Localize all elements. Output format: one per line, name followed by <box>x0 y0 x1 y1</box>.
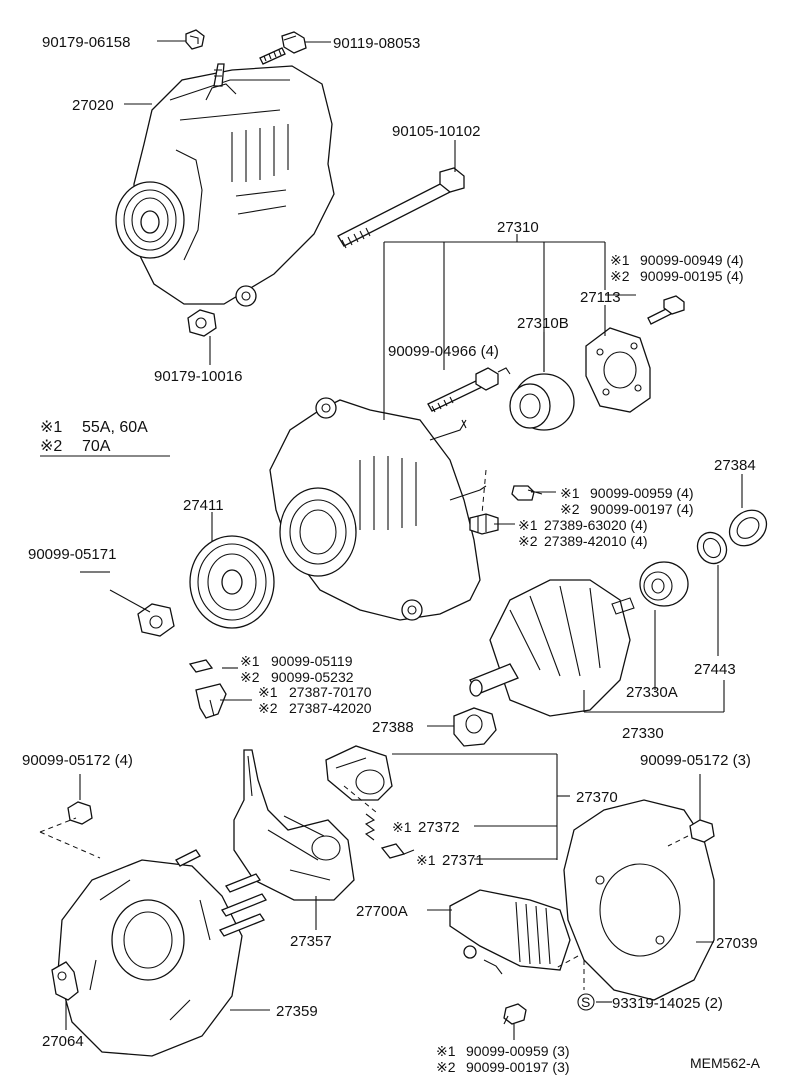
retainer-plate-drawing <box>585 327 651 413</box>
through-bolt-drawing <box>337 167 465 249</box>
label-90099-00197-4[interactable]: 90099-00197 (4) <box>590 501 694 517</box>
note-mark-1: ※1 <box>610 252 630 268</box>
label-27357[interactable]: 27357 <box>290 933 332 950</box>
label-90105-10102[interactable]: 90105-10102 <box>392 123 480 140</box>
label-90119-08053[interactable]: 90119-08053 <box>333 35 420 52</box>
bearing-27330a-drawing <box>639 561 689 607</box>
diagram-code: MEM562-A <box>690 1055 761 1071</box>
rotor-drawing <box>469 579 635 717</box>
label-90099-04966[interactable]: 90099-04966 (4) <box>388 343 499 360</box>
label-27411[interactable]: 27411 <box>183 497 224 514</box>
label-27113[interactable]: 27113 <box>580 289 621 306</box>
label-27387-70170[interactable]: 27387-70170 <box>289 684 372 700</box>
label-27064[interactable]: 27064 <box>42 1033 84 1050</box>
label-27310b[interactable]: 27310B <box>517 315 569 332</box>
rear-cover-drawing <box>563 799 715 1001</box>
label-27389-42010[interactable]: 27389-42010 (4) <box>544 533 648 549</box>
label-27020[interactable]: 27020 <box>72 97 114 114</box>
regulator-drawing <box>449 889 571 975</box>
plate-27064-drawing <box>51 961 79 1001</box>
label-90179-06158[interactable]: 90179-06158 <box>42 34 130 51</box>
brush-27371-drawing <box>380 843 415 859</box>
label-90099-00195[interactable]: 90099-00195 (4) <box>640 268 744 284</box>
nut-10016-drawing <box>187 309 217 337</box>
leader-lines <box>39 40 743 1040</box>
legend-text-2: 70A <box>82 438 111 455</box>
rectifier-end-frame-drawing <box>57 849 267 1057</box>
label-93319-14025[interactable]: 93319-14025 (2) <box>612 995 723 1012</box>
note-mark-1: ※1 <box>258 684 278 700</box>
note-mark-1: ※1 <box>518 517 538 533</box>
label-27389-63020[interactable]: 27389-63020 (4) <box>544 517 648 533</box>
s-mark: S <box>581 994 590 1010</box>
stud-bolt-drawing <box>427 367 511 413</box>
screw-00959-mid-drawing <box>511 485 543 501</box>
note-mark-1: ※1 <box>392 819 412 835</box>
label-90099-00959-3[interactable]: 90099-00959 (3) <box>466 1043 570 1059</box>
screw-00949-drawing <box>647 295 685 325</box>
alternator-assembly-drawing <box>115 63 335 307</box>
label-90179-10016[interactable]: 90179-10016 <box>154 368 242 385</box>
s-mark-circle <box>577 993 595 1011</box>
bolt-08053-drawing <box>259 31 307 65</box>
insulator-27389-drawing <box>469 469 499 535</box>
clip-nut-drawing <box>185 29 205 50</box>
label-27700a[interactable]: 27700A <box>356 903 408 920</box>
note-mark-2: ※2 <box>518 533 538 549</box>
nut-05171-drawing <box>137 603 175 637</box>
legend-mark-2: ※2 <box>40 438 62 455</box>
holder-27388-drawing <box>453 707 497 747</box>
note-mark-2: ※2 <box>560 501 580 517</box>
legend: ※1 55A, 60A ※2 70A <box>40 419 148 455</box>
screw-00959-bottom-drawing <box>503 1003 527 1025</box>
rectifier-drawing <box>233 749 355 901</box>
part-labels: 90179-06158 90119-08053 27020 90105-1010… <box>22 34 761 1075</box>
label-90099-05172-3[interactable]: 90099-05172 (3) <box>640 752 751 769</box>
label-90099-05172-4[interactable]: 90099-05172 (4) <box>22 752 133 769</box>
note-mark-2: ※2 <box>610 268 630 284</box>
label-27443[interactable]: 27443 <box>694 661 736 678</box>
pulley-drawing <box>189 535 275 629</box>
spring-27372-drawing <box>364 813 376 841</box>
terminal-bolt-drawing <box>188 659 227 719</box>
cover-27384-drawing <box>728 509 768 547</box>
label-27039[interactable]: 27039 <box>716 935 758 952</box>
label-27372[interactable]: 27372 <box>418 819 460 836</box>
label-27330[interactable]: 27330 <box>622 725 664 742</box>
drive-end-frame-drawing <box>269 397 487 621</box>
note-mark-2: ※2 <box>240 669 260 685</box>
bearing-27310b-drawing <box>509 373 575 431</box>
label-27371[interactable]: 27371 <box>442 852 484 869</box>
label-90099-05232[interactable]: 90099-05232 <box>271 669 354 685</box>
legend-text-1: 55A, 60A <box>82 419 148 436</box>
label-90099-00949[interactable]: 90099-00949 (4) <box>640 252 744 268</box>
label-27359[interactable]: 27359 <box>276 1003 318 1020</box>
note-mark-1: ※1 <box>416 852 436 868</box>
label-27370[interactable]: 27370 <box>576 789 618 806</box>
label-27384[interactable]: 27384 <box>714 457 756 474</box>
label-27388[interactable]: 27388 <box>372 719 414 736</box>
label-27310[interactable]: 27310 <box>497 219 539 236</box>
label-90099-00197-3[interactable]: 90099-00197 (3) <box>466 1059 570 1075</box>
nut-05172-left-drawing <box>67 801 93 825</box>
note-mark-1: ※1 <box>240 653 260 669</box>
label-90099-05171[interactable]: 90099-05171 <box>28 546 116 563</box>
note-mark-2: ※2 <box>436 1059 456 1075</box>
label-27330a[interactable]: 27330A <box>626 684 678 701</box>
cover-27443-drawing <box>696 531 728 565</box>
label-90099-00959-4[interactable]: 90099-00959 (4) <box>590 485 694 501</box>
nut-05172-right-drawing <box>689 819 715 843</box>
note-mark-1: ※1 <box>436 1043 456 1059</box>
note-mark-2: ※2 <box>258 700 278 716</box>
label-90099-05119[interactable]: 90099-05119 <box>271 653 353 669</box>
note-mark-1: ※1 <box>560 485 580 501</box>
legend-mark-1: ※1 <box>40 419 62 436</box>
brush-holder-drawing <box>325 745 393 801</box>
label-27387-42020[interactable]: 27387-42020 <box>289 700 372 716</box>
